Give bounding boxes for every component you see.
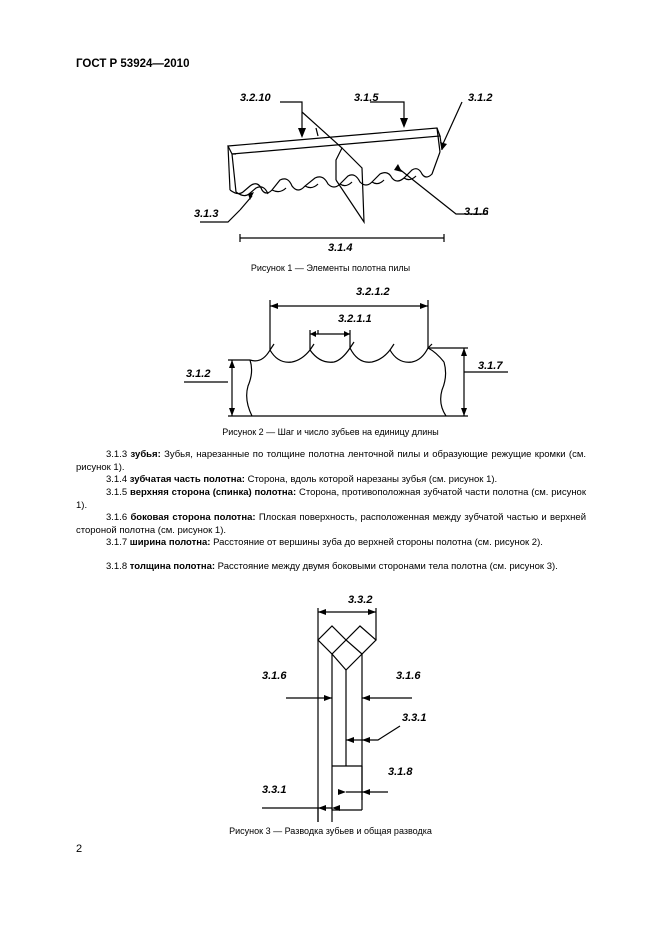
definition-3-1-3: 3.1.3 зубья: Зубья, нарезанные по толщин…	[76, 449, 586, 474]
definition-3-1-6: 3.1.6 боковая сторона полотна: Плоская п…	[76, 512, 586, 537]
definition-number: 3.1.7	[106, 537, 128, 548]
definition-term: боковая сторона полотна:	[130, 512, 256, 523]
fig1-label-3-2-10: 3.2.10	[240, 92, 271, 104]
fig1-label-3-1-4: 3.1.4	[328, 242, 353, 254]
definition-text: Расстояние между двумя боковыми сторонам…	[215, 561, 558, 572]
page-number: 2	[76, 843, 83, 855]
definition-number: 3.1.3	[106, 449, 128, 460]
fig2-label-3-2-1-2: 3.2.1.2	[356, 286, 390, 298]
fig1-label-3-1-3: 3.1.3	[194, 208, 219, 220]
definition-text: Сторона, противоположная зубчатой части …	[76, 487, 587, 511]
definition-text: Зубья, нарезанные по толщине полотна лен…	[76, 449, 587, 473]
fig3-label-3-1-8: 3.1.8	[388, 766, 413, 778]
fig3-label-3-3-1-bottom: 3.3.1	[262, 784, 287, 796]
definition-number: 3.1.5	[106, 487, 128, 498]
figure-3-caption: Рисунок 3 — Разводка зубьев и общая разв…	[229, 826, 432, 836]
fig3-label-3-1-6-left: 3.1.6	[262, 670, 287, 682]
definition-term: ширина полотна:	[129, 537, 211, 548]
fig3-label-3-1-6-right: 3.1.6	[396, 670, 421, 682]
fig1-label-3-1-6: 3.1.6	[464, 206, 489, 218]
fig3-label-3-3-1-right: 3.3.1	[402, 712, 427, 724]
definition-text: Расстояние от вершины зуба до верхней ст…	[210, 537, 543, 548]
fig2-label-3-1-2: 3.1.2	[186, 368, 211, 380]
fig1-label-3-1-5: 3.1.5	[354, 92, 379, 104]
definition-3-1-7: 3.1.7 ширина полотна: Расстояние от верш…	[76, 537, 586, 550]
definition-number: 3.1.8	[106, 561, 128, 572]
definition-term: зубья:	[130, 449, 161, 460]
definition-term: верхняя сторона (спинка) полотна:	[129, 487, 297, 498]
figure-2-caption: Рисунок 2 — Шаг и число зубьев на единиц…	[222, 427, 439, 437]
definition-3-1-8: 3.1.8 толщина полотна: Расстояние между …	[76, 561, 586, 574]
fig1-label-3-1-2: 3.1.2	[468, 92, 493, 104]
figure-1-caption: Рисунок 1 — Элементы полотна пилы	[250, 263, 411, 273]
definition-term: толщина полотна:	[129, 561, 216, 572]
definition-term: зубчатая часть полотна:	[129, 474, 245, 485]
fig3-label-3-3-2: 3.3.2	[348, 594, 373, 606]
definition-number: 3.1.6	[106, 512, 128, 523]
definition-text: Плоская поверхность, расположенная между…	[76, 512, 586, 536]
definition-3-1-5: 3.1.5 верхняя сторона (спинка) полотна: …	[76, 487, 586, 512]
fig2-label-3-2-1-1: 3.2.1.1	[338, 313, 372, 325]
fig2-label-3-1-7: 3.1.7	[478, 360, 503, 372]
document-header: ГОСТ Р 53924—2010	[76, 58, 190, 70]
definition-text: Сторона, вдоль которой нарезаны зубья (с…	[244, 474, 498, 485]
definition-3-1-4: 3.1.4 зубчатая часть полотна: Сторона, в…	[76, 474, 586, 487]
definition-number: 3.1.4	[106, 474, 128, 485]
